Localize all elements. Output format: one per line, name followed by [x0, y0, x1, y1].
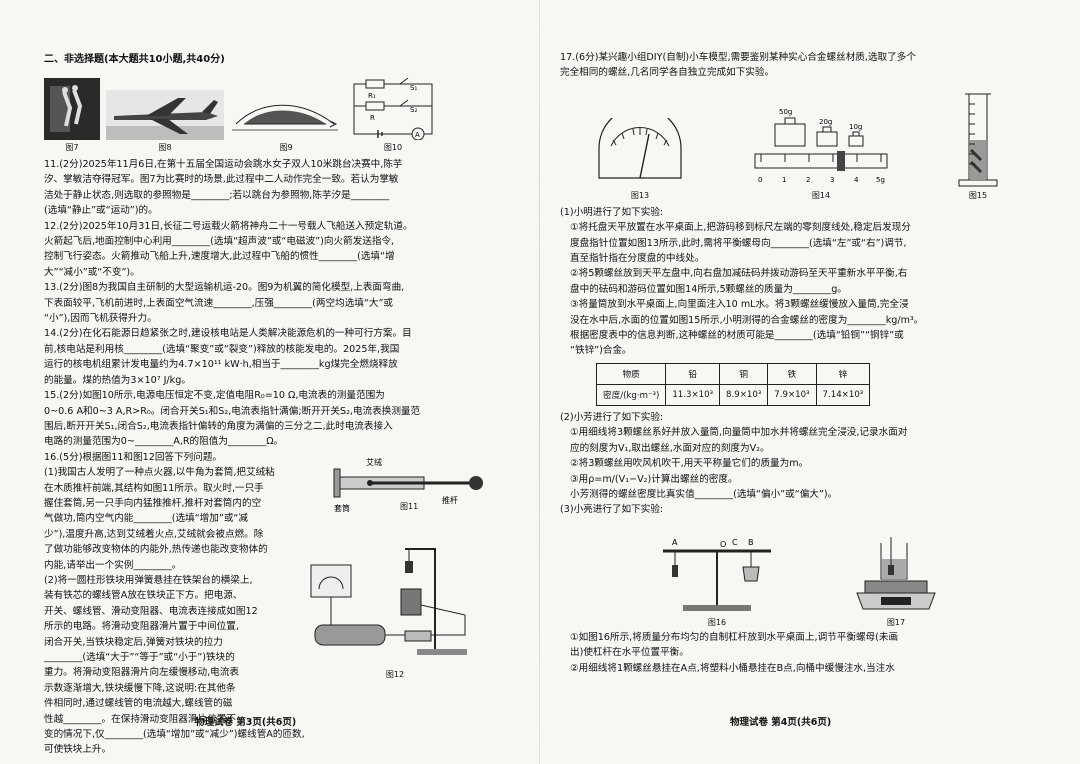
figure-9: 图9 [230, 90, 342, 153]
scale-tick-5g: 5g [876, 176, 885, 184]
density-table: 物质 铅 铜 铁 锌 密度/(kg·m⁻³) 11.3×10³ 8.9×10³ … [595, 362, 871, 406]
figure-10-caption: 图10 [383, 143, 403, 152]
table-header-cell: 锌 [815, 362, 871, 385]
figure-17-caption: 图17 [886, 617, 906, 627]
question-13: 13.(2分)图8为我国自主研制的大型运输机运-20。图9为机翼的简化模型,上表… [44, 282, 405, 325]
figure-10: R₁ S₁ R S₂ A 图10 [348, 78, 438, 153]
fig11-label-sleeve: 套筒 [334, 503, 350, 513]
table-cell: 7.9×10³ [767, 383, 817, 406]
part-2-text: ①用细线将3颗螺丝系好并放入量筒,向量筒中加水并将螺丝完全浸没,记录水面对 应的… [570, 427, 908, 500]
lever-point-o: O [720, 540, 726, 549]
circuit-label-s1: S₁ [410, 84, 417, 92]
figure-7-caption: 图7 [65, 143, 79, 152]
circuit-label-r: R [370, 114, 375, 122]
density-table-row: 密度/(kg·m⁻³) 11.3×10³ 8.9×10³ 7.9×10³ 7.1… [595, 383, 871, 406]
page-4: 17.(6分)某兴趣小组DIY(自制)小车模型,需要鉴别某种实心合金螺丝材质,选… [540, 0, 1080, 764]
scale-tick-0: 0 [758, 176, 762, 184]
figure-16-caption: 图16 [707, 617, 727, 627]
table-header-cell: 铜 [719, 362, 769, 385]
circuit-label-s2: S₂ [410, 106, 417, 114]
weights-and-scale-diagram: 50g 20g 10g 0 1 2 3 4 5g [754, 108, 888, 184]
fig11-label-rod: 推杆 [442, 495, 458, 505]
lever-point-c: C [732, 538, 738, 547]
transport-plane-image [106, 90, 224, 140]
part-2-title: (2)小芳进行了如下实验: [560, 411, 664, 423]
question-16-title: 16.(5分)根据图11和图12回答下列问题。 [44, 451, 222, 463]
figure-11: 艾绒 套筒 推杆 图11 [330, 455, 490, 515]
figure-16: A B O C 图16 [653, 535, 781, 628]
electronic-scale-diagram [856, 536, 936, 610]
scale-tick-1: 1 [782, 176, 786, 184]
table-cell: 密度/(kg·m⁻³) [595, 383, 667, 406]
figure-14-caption: 图14 [811, 190, 831, 200]
table-header-cell: 物质 [595, 362, 667, 385]
question-17-intro: 17.(6分)某兴趣小组DIY(自制)小车模型,需要鉴别某种实心合金螺丝材质,选… [560, 52, 916, 79]
graduated-cylinder-diagram [958, 93, 998, 187]
scale-tick-4: 4 [854, 176, 859, 184]
question-16-part-1: (1)我国古人发明了一种点火器,以牛角为套筒,把艾绒粘 在木质推杆前端,其结构如… [44, 467, 275, 571]
figure-7: 图7 [44, 78, 100, 153]
figure-row-16-17: A B O C 图16 图17 [560, 520, 1034, 628]
figure-8: 图8 [106, 90, 224, 153]
figure-15-caption: 图15 [968, 190, 988, 200]
figure-17: 图17 [851, 535, 941, 628]
circuit-diagram: R₁ S₁ R S₂ A [353, 78, 433, 140]
figure-12: 图12 [305, 545, 485, 679]
wing-airflow-diagram [232, 104, 338, 131]
part-3-text: ①如图16所示,将质量分布均匀的自制杠杆放到水平桌面上,调节平衡螺母(未画 出)… [570, 631, 899, 674]
circuit-label-r1: R₁ [368, 92, 376, 100]
figure-13-caption: 图13 [630, 190, 650, 200]
electromagnet-setup-diagram [310, 548, 467, 655]
part-1-text: ①将托盘天平放置在水平桌面上,把游码移到标尺左端的零刻度线处,稳定后发现分 度盘… [570, 222, 924, 357]
figure-9-caption: 图9 [279, 143, 293, 152]
diving-photo-image [44, 78, 100, 140]
table-cell: 11.3×10³ [665, 383, 721, 406]
figure-row-7-10: 图7 图8 图9 [44, 71, 526, 153]
figure-11-caption: 图11 [400, 502, 419, 511]
page-4-footer: 物理试卷 第4页(共6页) [730, 717, 832, 728]
table-header-cell: 铅 [665, 362, 721, 385]
table-cell: 8.9×10³ [719, 383, 769, 406]
density-table-header-row: 物质 铅 铜 铁 锌 [595, 362, 871, 385]
question-16-part-2: (2)将一圆柱形铁块用弹簧悬挂在铁架台的横梁上, 装有铁芯的螺线管A放在铁块正下… [44, 574, 305, 756]
figure-15: 图15 [955, 90, 1001, 201]
scale-tick-2: 2 [806, 176, 810, 184]
figure-13: 图13 [593, 117, 687, 201]
section-heading: 二、非选择题(本大题共10小题,共40分) [44, 54, 225, 65]
ammeter-label: A [415, 131, 420, 139]
question-11: 11.(2分)2025年11月6日,在第十五届全国运动会跳水女子双人10米跳台决… [44, 159, 403, 217]
lever-point-b: B [748, 538, 754, 547]
figure-14: 50g 20g 10g 0 1 2 3 4 5g 图14 [753, 102, 889, 201]
lever-point-a: A [672, 538, 678, 547]
weight-10g-label: 10g [849, 123, 862, 131]
table-header-cell: 铁 [767, 362, 817, 385]
balance-dial-diagram [598, 117, 682, 179]
scale-tick-3: 3 [830, 176, 834, 184]
figure-12-caption: 图12 [385, 670, 405, 679]
question-15: 15.(2分)如图10所示,电源电压恒定不变,定值电阻R₀=10 Ω,电流表的测… [44, 390, 421, 448]
figure-row-13-15: 图13 50g 20g 10g 0 1 [560, 83, 1034, 201]
fire-piston-diagram: 艾绒 套筒 推杆 [333, 457, 483, 513]
fig11-label-moxa: 艾绒 [366, 457, 382, 467]
part-3-title: (3)小亮进行了如下实验: [560, 504, 664, 516]
figure-8-caption: 图8 [158, 143, 172, 152]
question-12: 12.(2分)2025年10月31日,长征二号运载火箭将神舟二十一号载人飞船送入… [44, 220, 413, 278]
part-1-title: (1)小明进行了如下实验: [560, 206, 664, 218]
lever-diagram: A B O C [663, 538, 771, 611]
weight-20g-label: 20g [819, 118, 832, 126]
table-cell: 7.14×10³ [815, 383, 871, 406]
weight-50g-label: 50g [779, 108, 792, 116]
page-3: 二、非选择题(本大题共10小题,共40分) 图7 [44, 54, 526, 756]
page-3-footer: 物理试卷 第3页(共6页) [195, 717, 297, 728]
question-14: 14.(2分)在化石能源日趋紧张之时,建设核电站是人类解决能源危机的一种可行方案… [44, 328, 412, 386]
